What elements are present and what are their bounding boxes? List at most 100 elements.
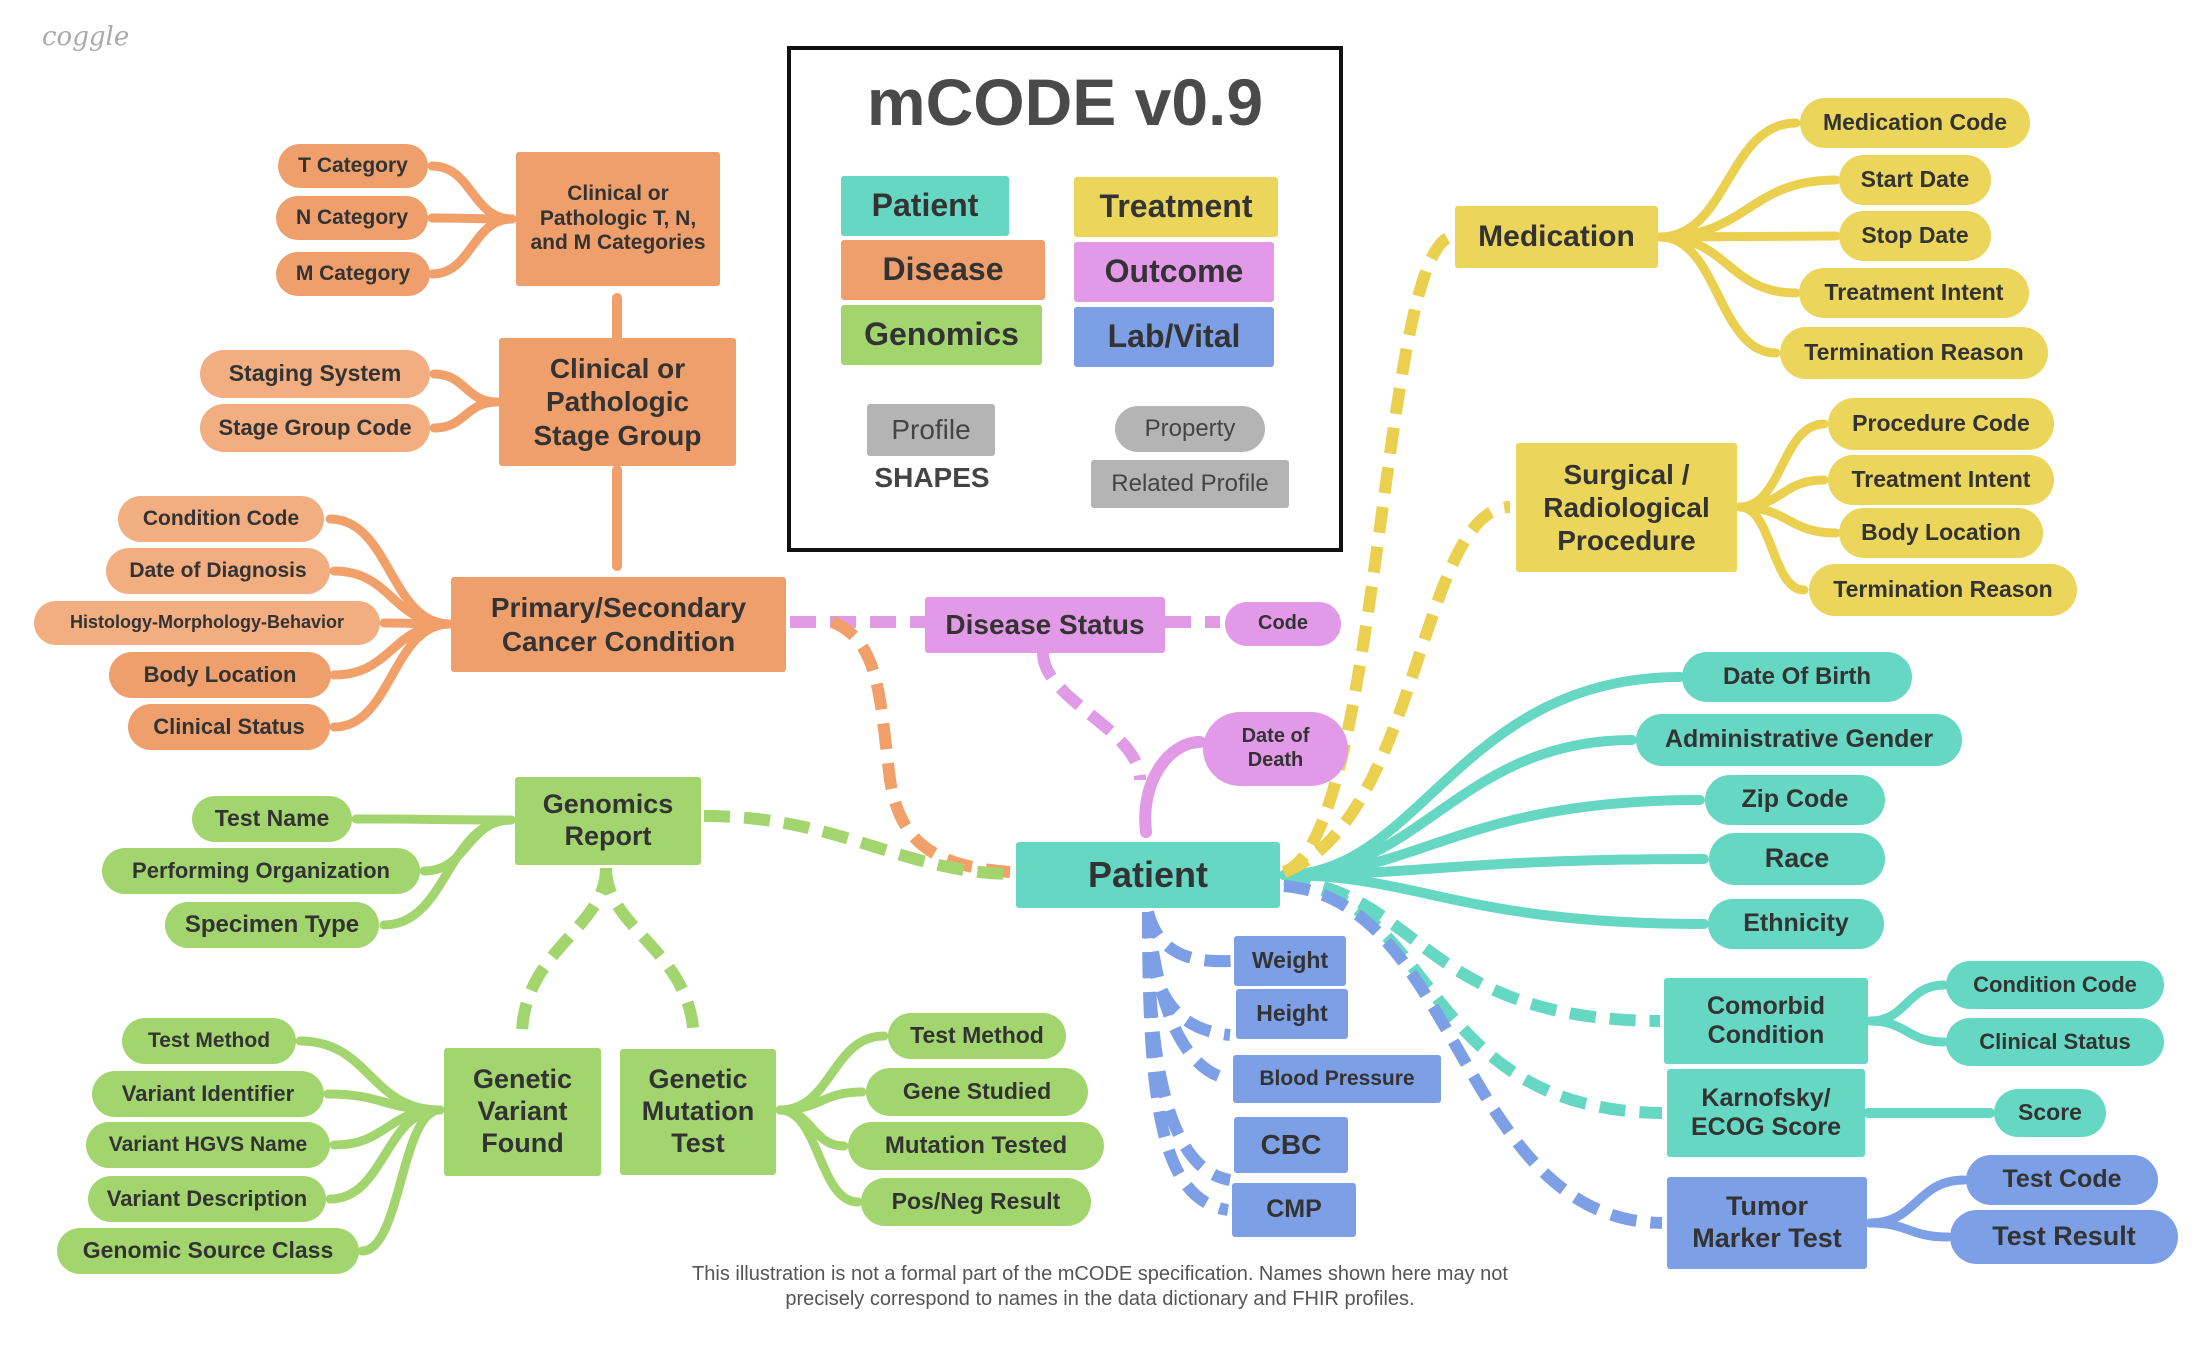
administrative-gender-node: Administrative Gender bbox=[1636, 714, 1962, 766]
test-name-node: Test Name bbox=[192, 796, 352, 842]
connector-0 bbox=[427, 161, 517, 224]
test-code-node: Test Code bbox=[1966, 1155, 2158, 1205]
procedure-code-node: Procedure Code bbox=[1828, 398, 2054, 450]
staging-system-node: Staging System bbox=[200, 350, 430, 398]
comorbid-condition-node: Comorbid Condition bbox=[1664, 978, 1868, 1064]
legend-disease: Disease bbox=[841, 240, 1045, 300]
connector-27 bbox=[357, 1105, 445, 1256]
connector-40 bbox=[1865, 1016, 1949, 1047]
stop-date-node: Stop Date bbox=[1839, 211, 1991, 261]
connector-17 bbox=[703, 810, 1011, 880]
genetic-variant-found-node: Genetic Variant Found bbox=[444, 1048, 601, 1176]
mutation-tested-node: Mutation Tested bbox=[848, 1122, 1104, 1170]
score-node: Score bbox=[1994, 1089, 2106, 1137]
disclaimer-text: This illustration is not a formal part o… bbox=[692, 1263, 1508, 1310]
race-node: Race bbox=[1709, 833, 1885, 885]
connector-60 bbox=[1735, 502, 1809, 595]
ethnicity-node: Ethnicity bbox=[1708, 899, 1884, 949]
primary-condition-node: Primary/Secondary Cancer Condition bbox=[451, 577, 786, 672]
medication-node: Medication bbox=[1455, 206, 1658, 268]
shapes-label: SHAPES bbox=[874, 462, 990, 493]
connector-21 bbox=[515, 867, 612, 1041]
connector-49 bbox=[1865, 1218, 1953, 1242]
procedure-treatment-intent-node: Treatment Intent bbox=[1828, 455, 2054, 505]
connector-48 bbox=[1865, 1175, 1969, 1228]
variant-description-node: Variant Description bbox=[88, 1176, 326, 1222]
disease-status-code-node: Code bbox=[1225, 602, 1341, 646]
procedure-termination-reason-node: Termination Reason bbox=[1809, 564, 2077, 616]
connector-47 bbox=[1283, 880, 1663, 1229]
connector-58 bbox=[1735, 475, 1829, 512]
zip-code-node: Zip Code bbox=[1705, 775, 1885, 825]
patient-node: Patient bbox=[1016, 842, 1280, 908]
connector-14 bbox=[1037, 652, 1146, 781]
connector-56 bbox=[1655, 232, 1781, 358]
condition-code-node: Condition Code bbox=[118, 496, 324, 542]
connector-29 bbox=[775, 1087, 867, 1115]
page-title: mCODE v0.9 bbox=[866, 65, 1264, 139]
test-result-node: Test Result bbox=[1950, 1210, 2178, 1264]
connector-50 bbox=[1281, 231, 1454, 878]
test-method-node: Test Method bbox=[122, 1018, 296, 1064]
weight-node: Weight bbox=[1234, 936, 1346, 986]
performing-organization-node: Performing Organization bbox=[102, 848, 420, 894]
karnofsky-ecog-node: Karnofsky/ ECOG Score bbox=[1667, 1069, 1865, 1157]
treatment-intent-node: Treatment Intent bbox=[1799, 268, 2029, 318]
histology-node: Histology-Morphology-Behavior bbox=[34, 601, 380, 645]
t-category-node: T Category bbox=[278, 144, 428, 188]
legend-outcome: Outcome bbox=[1074, 242, 1274, 302]
connector-10 bbox=[429, 369, 502, 407]
legend-lab-vital: Lab/Vital bbox=[1074, 307, 1274, 367]
genomic-source-class-node: Genomic Source Class bbox=[57, 1228, 359, 1274]
tumor-marker-test-node: Tumor Marker Test bbox=[1667, 1177, 1867, 1269]
variant-hgvs-node: Variant HGVS Name bbox=[86, 1122, 330, 1168]
connector-31 bbox=[775, 1105, 863, 1207]
procedure-node: Surgical / Radiological Procedure bbox=[1516, 443, 1737, 572]
genetic-mutation-test-node: Genetic Mutation Test bbox=[620, 1049, 776, 1175]
connector-45 bbox=[1142, 910, 1233, 968]
stage-group-node: Clinical or Pathologic Stage Group bbox=[499, 338, 736, 466]
connector-20 bbox=[379, 815, 516, 930]
legend-profile-shape: Profile bbox=[867, 404, 995, 456]
connector-26 bbox=[325, 1105, 445, 1204]
body-location-node: Body Location bbox=[109, 652, 331, 698]
cbc-node: CBC bbox=[1234, 1117, 1348, 1173]
stage-group-code-node: Stage Group Code bbox=[200, 404, 430, 452]
connector-51 bbox=[1281, 501, 1511, 878]
n-category-node: N Category bbox=[276, 196, 428, 240]
disease-status-node: Disease Status bbox=[925, 597, 1165, 653]
connector-36 bbox=[1279, 870, 1709, 929]
connector-11 bbox=[429, 397, 502, 433]
blood-pressure-node: Blood Pressure bbox=[1233, 1055, 1441, 1103]
mutation-test-method-node: Test Method bbox=[888, 1013, 1066, 1059]
legend-genomics: Genomics bbox=[841, 305, 1042, 365]
comorbid-condition-code-node: Condition Code bbox=[1946, 961, 2164, 1009]
gene-studied-node: Gene Studied bbox=[866, 1068, 1088, 1116]
connector-2 bbox=[427, 214, 517, 279]
legend-treatment: Treatment bbox=[1074, 177, 1278, 237]
date-of-birth-node: Date Of Birth bbox=[1682, 652, 1912, 702]
legend-patient: Patient bbox=[841, 176, 1009, 236]
comorbid-clinical-status-node: Clinical Status bbox=[1946, 1018, 2164, 1066]
connector-16 bbox=[829, 616, 1011, 878]
termination-reason-node: Termination Reason bbox=[1780, 327, 2048, 379]
connector-39 bbox=[1865, 980, 1949, 1026]
medication-code-node: Medication Code bbox=[1800, 98, 2030, 148]
date-of-death-node: Date of Death bbox=[1203, 712, 1348, 786]
connector-18 bbox=[351, 814, 516, 825]
cmp-node: CMP bbox=[1232, 1183, 1356, 1237]
coggle-logo: coggle bbox=[42, 22, 130, 52]
connector-46 bbox=[1142, 911, 1232, 1085]
connector-15 bbox=[1139, 736, 1206, 838]
legend-related-profile-shape: Related Profile bbox=[1091, 460, 1289, 508]
m-category-node: M Category bbox=[276, 252, 430, 296]
genomics-report-node: Genomics Report bbox=[515, 777, 701, 865]
connector-32 bbox=[1279, 672, 1685, 880]
connector-9 bbox=[329, 619, 455, 732]
specimen-type-node: Specimen Type bbox=[165, 902, 379, 948]
variant-identifier-node: Variant Identifier bbox=[92, 1071, 324, 1117]
connector-22 bbox=[600, 867, 700, 1041]
date-of-diagnosis-node: Date of Diagnosis bbox=[106, 548, 330, 594]
start-date-node: Start Date bbox=[1839, 155, 1991, 205]
